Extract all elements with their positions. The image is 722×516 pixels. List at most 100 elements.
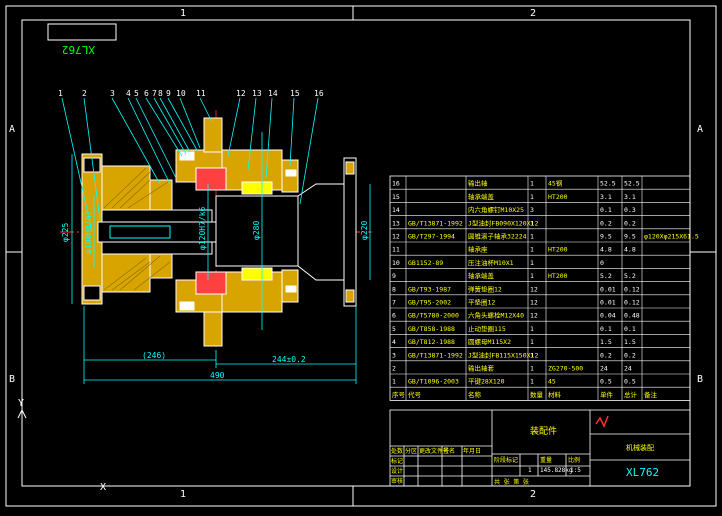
bom-cell-code: GB/T13871-1992 (408, 351, 463, 359)
balloon-12: 12 (236, 89, 246, 98)
bom-cell-w2: 9.5 (624, 233, 636, 241)
balloon-13: 13 (252, 89, 262, 98)
bom-cell-no: 10 (392, 259, 400, 267)
balloon-11: 11 (196, 89, 206, 98)
bom-cell-w2: 4.8 (624, 246, 636, 254)
tb-weight-label: 重量 (540, 456, 552, 464)
bom-cell-w2: 24 (624, 365, 632, 373)
balloon-1: 1 (58, 89, 63, 98)
zone-row-a-left: A (9, 124, 15, 135)
bom-header-single: 单件 (600, 390, 614, 399)
bom-cell-name: 平垫圈12 (468, 298, 495, 307)
bom-cell-material: HT200 (548, 272, 568, 280)
zone-row-b-right: B (697, 374, 703, 385)
bom-cell-qty: 1 (530, 325, 534, 333)
balloon-numbers: 1 2 3 4 5 6 7 8 9 10 11 12 13 14 15 16 (58, 89, 324, 98)
bom-cell-name: 圆锥滚子轴承32224 (468, 232, 527, 241)
output-shaft-flange (343, 157, 357, 307)
bom-cell-no: 14 (392, 206, 400, 214)
dimension-lines (71, 132, 371, 384)
tb-weight: 145.828kg (540, 467, 573, 474)
bom-cell-w1: 0.1 (600, 206, 612, 214)
balloon-8: 8 (158, 89, 163, 98)
bom-cell-code: GB1152-89 (408, 259, 443, 267)
output-shaft-cone (297, 183, 345, 281)
zone-col-1-bottom: 1 (180, 489, 186, 500)
bom-cell-qty: 1 (530, 219, 534, 227)
sleeve-hatching (103, 167, 171, 291)
bom-cell-name: 轴承端盖 (468, 192, 495, 201)
bom-cell-no: 1 (392, 378, 396, 386)
balloon-9: 9 (166, 89, 171, 98)
bom-cell-qty: 12 (530, 312, 538, 320)
tapered-roller-bearing (195, 167, 273, 295)
bom-header-qty: 数量 (530, 390, 544, 399)
bom-cell-no: 9 (392, 272, 396, 280)
bom-cell-no: 16 (392, 180, 400, 188)
dim-len-total: 490 (210, 371, 225, 380)
flat-key (109, 225, 171, 239)
tb-row-design: 设计 (391, 467, 403, 475)
bom-cell-w1: 0.01 (600, 285, 616, 293)
bom-cell-w1: 0 (600, 259, 604, 267)
title-block (389, 409, 691, 487)
logo-mark (595, 415, 609, 428)
bom-cell-no: 2 (392, 365, 396, 373)
balloon-4: 4 (126, 89, 131, 98)
tb-col-zone: 分区 (405, 447, 417, 455)
bom-cell-name: 输出轴套 (468, 364, 495, 373)
bom-cell-code: GB/T858-1988 (408, 325, 455, 333)
zone-row-b-left: B (9, 374, 15, 385)
bom-cell-w2: 0.1 (624, 325, 636, 333)
bom-cell-w2: 0.5 (624, 378, 636, 386)
tb-col-sign: 签名 (443, 447, 455, 455)
bom-cell-name: 轴承端盖 (468, 271, 495, 280)
bom-cell-qty: 1 (530, 365, 534, 373)
tb-drawing-no: XL762 (626, 466, 659, 479)
bom-cell-name: J型油封FB090X120X12 (468, 218, 538, 227)
dim-left-outer: φ225 (61, 223, 70, 242)
balloon-6: 6 (144, 89, 149, 98)
bom-cell-no: 12 (392, 233, 400, 241)
bom-cell-w2: 3.1 (624, 193, 636, 201)
bom-cell-code: GB/T95-2002 (408, 299, 451, 307)
tb-row-mark: 标记 (391, 457, 403, 465)
tb-col-date: 年月日 (463, 447, 481, 455)
bom-cell-name: 轴承座 (468, 245, 488, 254)
bom-cell-qty: 1 (530, 246, 534, 254)
mirrored-title-box (47, 23, 117, 41)
bom-cell-code: GB/T13871-1992 (408, 219, 463, 227)
bom-cell-no: 15 (392, 193, 400, 201)
bom-cell-name: 弹簧垫圈12 (468, 284, 502, 293)
bom-cell-material: 45 (548, 378, 556, 386)
bom-cell-qty: 1 (530, 351, 534, 359)
dim-len-right: 244±0.2 (272, 355, 306, 364)
bom-cell-w1: 0.2 (600, 351, 612, 359)
bom-cell-no: 13 (392, 219, 400, 227)
bom-cell-qty: 12 (530, 299, 538, 307)
bom-cell-w2: 1.5 (624, 338, 636, 346)
housing-ear-top (203, 117, 223, 153)
bom-cell-name: 止动垫圈115 (468, 324, 506, 333)
balloon-7: 7 (152, 89, 157, 98)
bom-cell-code: GB/T1096-2003 (408, 378, 459, 386)
bom-cell-w2: 5.2 (624, 272, 636, 280)
balloon-15: 15 (290, 89, 300, 98)
assembly-section-view: 1 2 3 4 5 6 7 8 9 10 11 12 13 14 15 16 (58, 89, 372, 384)
ucs-axis-icon (17, 408, 100, 487)
bom-cell-qty: 1 (530, 338, 534, 346)
ucs-y-label: Y (18, 398, 24, 409)
bom-cell-w2: 0.12 (624, 299, 640, 307)
zone-col-2-top: 2 (530, 8, 536, 19)
tb-sheet-label: 共 张 第 张 (494, 478, 529, 486)
bom-cell-name: 圆螺母M115X2 (468, 337, 511, 346)
bom-header-no: 序号 (392, 390, 406, 399)
balloon-5: 5 (134, 89, 139, 98)
tb-scale: 1:5 (570, 467, 581, 474)
bom-header-code: 代号 (408, 390, 422, 399)
bom-cell-w2: 0.3 (624, 206, 636, 214)
bom-cell-w2: 0.2 (624, 219, 636, 227)
bom-cell-qty: 1 (530, 193, 534, 201)
